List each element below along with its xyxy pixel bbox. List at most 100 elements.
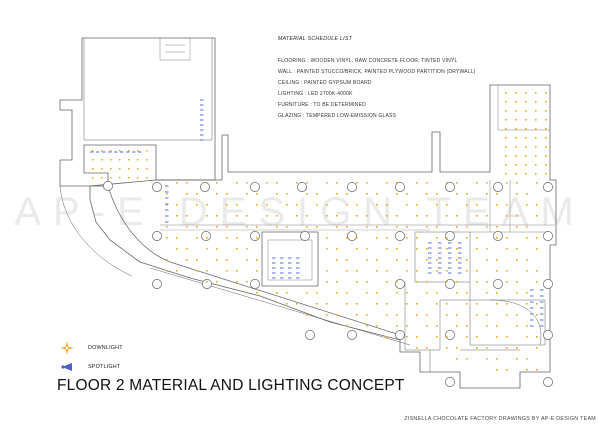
spotlight-icon bbox=[60, 360, 74, 374]
downlight-marker bbox=[396, 215, 398, 217]
wall-diagonal bbox=[149, 267, 411, 346]
downlight-marker bbox=[536, 248, 538, 250]
downlight-marker bbox=[226, 204, 228, 206]
downlight-marker bbox=[386, 215, 388, 217]
downlight-marker bbox=[119, 150, 121, 152]
page-title: FLOOR 2 MATERIAL AND LIGHTING CONCEPT bbox=[57, 377, 405, 394]
downlight-marker bbox=[356, 215, 358, 217]
downlight-marker bbox=[426, 215, 428, 217]
downlight-marker bbox=[286, 193, 288, 195]
downlight-marker bbox=[366, 292, 368, 294]
downlight-marker bbox=[296, 215, 298, 217]
downlight-marker bbox=[416, 347, 418, 349]
downlight-marker bbox=[446, 204, 448, 206]
downlight-marker bbox=[396, 314, 398, 316]
downlight-marker bbox=[506, 248, 508, 250]
structural-column bbox=[347, 330, 357, 340]
downlight-marker bbox=[525, 173, 527, 175]
downlight-marker bbox=[336, 193, 338, 195]
downlight-marker bbox=[496, 292, 498, 294]
downlight-marker bbox=[416, 336, 418, 338]
downlight-marker bbox=[476, 303, 478, 305]
downlight-marker bbox=[486, 292, 488, 294]
structural-column bbox=[347, 182, 357, 192]
downlight-marker bbox=[366, 259, 368, 261]
downlight-marker bbox=[506, 336, 508, 338]
structural-column bbox=[152, 182, 162, 192]
downlight-marker bbox=[366, 215, 368, 217]
downlight-marker bbox=[306, 292, 308, 294]
downlight-marker bbox=[216, 259, 218, 261]
downlight-marker bbox=[436, 259, 438, 261]
structural-column bbox=[445, 182, 455, 192]
downlight-marker bbox=[386, 182, 388, 184]
downlight-marker bbox=[516, 314, 518, 316]
downlight-marker bbox=[526, 204, 528, 206]
downlight-marker bbox=[246, 193, 248, 195]
downlight-icon bbox=[60, 341, 74, 355]
downlight-marker bbox=[406, 270, 408, 272]
downlight-marker bbox=[545, 155, 547, 157]
wall-lower-annex bbox=[429, 349, 520, 372]
downlight-marker bbox=[515, 155, 517, 157]
downlight-marker bbox=[326, 248, 328, 250]
downlight-marker bbox=[166, 226, 168, 228]
downlight-marker bbox=[406, 237, 408, 239]
downlight-marker bbox=[376, 193, 378, 195]
wall-right-rooms-2 bbox=[470, 180, 550, 233]
downlight-marker bbox=[535, 155, 537, 157]
downlight-marker bbox=[366, 314, 368, 316]
downlight-marker bbox=[266, 215, 268, 217]
downlight-marker bbox=[256, 292, 258, 294]
schedule-title: MATERIAL SCHEDULE LIST bbox=[278, 36, 353, 42]
downlight-marker bbox=[276, 292, 278, 294]
downlight-marker bbox=[466, 303, 468, 305]
downlight-marker bbox=[426, 325, 428, 327]
structural-column bbox=[152, 231, 162, 241]
downlight-marker bbox=[128, 177, 130, 179]
downlight-marker bbox=[336, 215, 338, 217]
downlight-marker bbox=[436, 303, 438, 305]
downlight-marker bbox=[256, 237, 258, 239]
downlight-marker bbox=[525, 155, 527, 157]
downlight-marker bbox=[505, 155, 507, 157]
structural-column bbox=[543, 377, 553, 387]
downlight-marker bbox=[535, 92, 537, 94]
downlight-marker bbox=[236, 215, 238, 217]
downlight-marker bbox=[366, 182, 368, 184]
downlight-marker bbox=[426, 314, 428, 316]
downlight-marker bbox=[486, 281, 488, 283]
downlight-marker bbox=[386, 336, 388, 338]
downlight-marker bbox=[516, 292, 518, 294]
schedule-list: FLOORING : WOODEN VINYL, RAW CONCRETE FL… bbox=[278, 56, 476, 122]
downlight-marker bbox=[466, 237, 468, 239]
downlight-marker bbox=[326, 281, 328, 283]
downlight-marker bbox=[166, 259, 168, 261]
downlight-marker bbox=[137, 177, 139, 179]
structural-column bbox=[250, 182, 260, 192]
downlight-marker bbox=[505, 101, 507, 103]
structural-column bbox=[493, 279, 503, 289]
downlight-marker bbox=[101, 150, 103, 152]
downlight-marker bbox=[426, 226, 428, 228]
downlight-marker bbox=[286, 204, 288, 206]
downlight-marker bbox=[536, 182, 538, 184]
downlight-marker bbox=[406, 193, 408, 195]
downlight-marker bbox=[236, 270, 238, 272]
downlight-marker bbox=[436, 325, 438, 327]
downlight-marker bbox=[526, 303, 528, 305]
downlight-marker bbox=[505, 92, 507, 94]
downlight-marker bbox=[146, 159, 148, 161]
downlight-marker bbox=[496, 259, 498, 261]
downlight-marker bbox=[276, 226, 278, 228]
downlight-marker bbox=[266, 204, 268, 206]
downlight-marker bbox=[506, 281, 508, 283]
downlight-marker bbox=[466, 259, 468, 261]
downlight-marker bbox=[306, 314, 308, 316]
downlight-marker bbox=[216, 248, 218, 250]
downlight-marker bbox=[545, 128, 547, 130]
downlight-marker bbox=[396, 259, 398, 261]
downlight-marker bbox=[206, 182, 208, 184]
downlight-marker bbox=[276, 215, 278, 217]
